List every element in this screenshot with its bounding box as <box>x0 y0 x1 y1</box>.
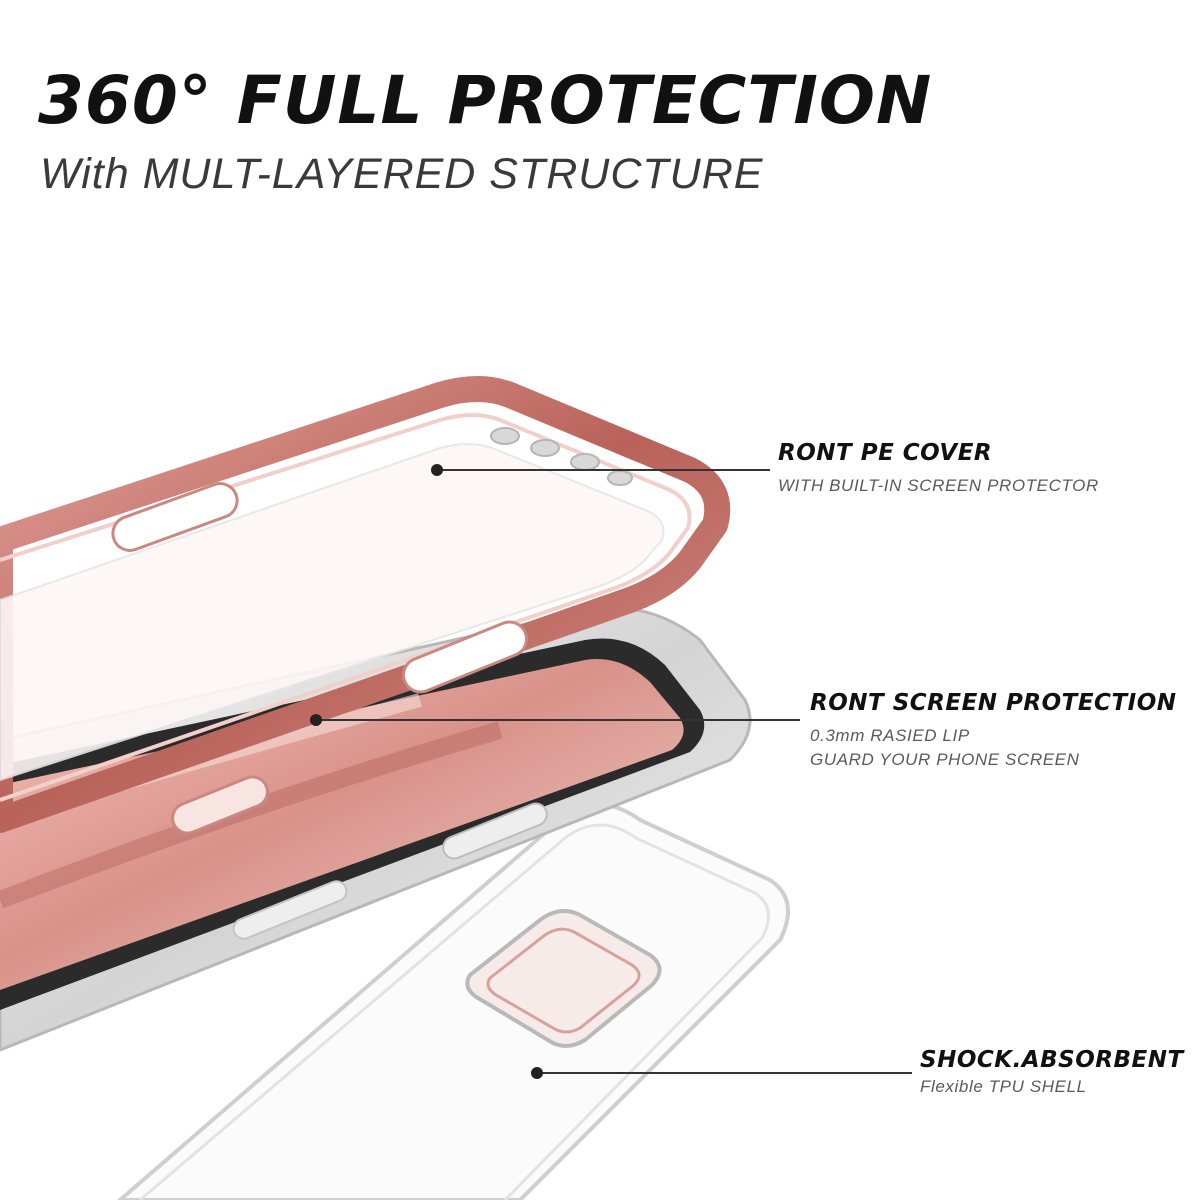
callout-leaders <box>310 464 912 1079</box>
callout-screen-protection: RONT SCREEN PROTECTION 0.3mm RASIED LIP … <box>810 690 1177 772</box>
callout-front-cover: RONT PE COVER WITH BUILT-IN SCREEN PROTE… <box>778 440 1099 498</box>
callout-desc: WITH BUILT-IN SCREEN PROTECTOR <box>778 476 1099 495</box>
callout-title: RONT PE COVER <box>778 440 993 466</box>
leader-dot-3 <box>531 1067 543 1079</box>
side-button <box>442 802 548 860</box>
subheadline: With MULT-LAYERED STRUCTURE <box>40 150 764 198</box>
callout-title: SHOCK.ABSORBENT <box>920 1047 1184 1073</box>
callout-desc: GUARD YOUR PHONE SCREEN <box>810 750 1080 769</box>
leader-dot-1 <box>431 464 443 476</box>
camera-cutout <box>465 909 662 1048</box>
callout-desc: 0.3mm RASIED LIP <box>810 726 970 745</box>
clear-tpu-shell <box>116 803 790 1200</box>
callout-shock-absorbent: SHOCK.ABSORBENT Flexible TPU SHELL <box>920 1047 1184 1099</box>
headline: 360° FULL PROTECTION <box>38 62 933 139</box>
callout-desc: Flexible TPU SHELL <box>920 1077 1087 1096</box>
callout-title: RONT SCREEN PROTECTION <box>810 690 1177 716</box>
phone-screen <box>0 658 684 990</box>
rose-gold-front-cover <box>0 376 731 835</box>
leader-dot-2 <box>310 714 322 726</box>
